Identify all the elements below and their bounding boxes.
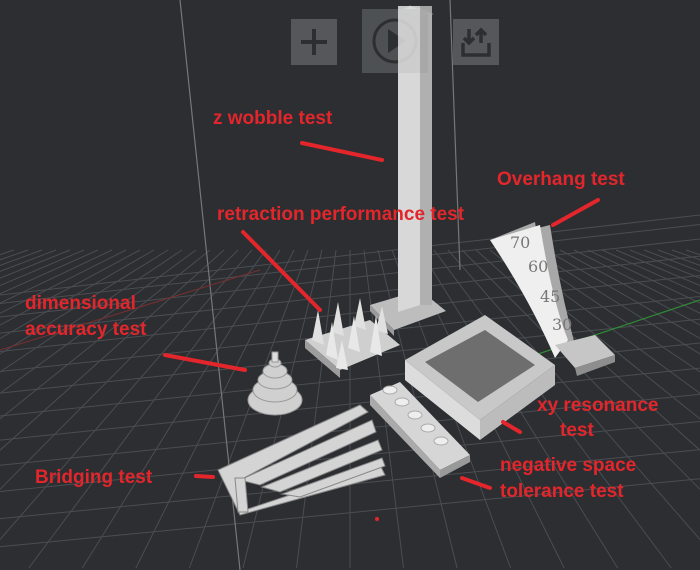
grid-line	[671, 249, 700, 261]
grid-line	[545, 249, 700, 339]
grid-line	[28, 249, 267, 569]
grid-line	[0, 249, 71, 279]
grid-line	[0, 249, 141, 326]
grid-line	[0, 249, 85, 287]
grid-line	[0, 249, 15, 256]
grid-line	[135, 249, 295, 569]
negative-space-model[interactable]	[370, 382, 470, 478]
grid-line	[0, 249, 43, 266]
label-negative-2: tolerance test	[500, 481, 624, 502]
grid-line	[657, 249, 700, 266]
grid-line	[643, 249, 700, 272]
export-button[interactable]	[453, 19, 499, 65]
label-bridging: Bridging test	[35, 467, 153, 488]
grid-line	[0, 274, 700, 352]
overhang-angle-label: 70	[510, 233, 530, 252]
grid-line	[81, 249, 281, 569]
label-xy-1: xy resonance	[537, 395, 659, 416]
grid-line	[0, 249, 57, 272]
label-dimensional-1: dimensional	[25, 293, 136, 314]
overhang-angle-label: 30	[552, 315, 572, 334]
tower-overlap	[398, 6, 432, 76]
export-icon	[461, 27, 491, 57]
grid-line	[601, 249, 700, 295]
axis-line	[449, 0, 461, 271]
grid-line	[0, 224, 700, 304]
grid-line	[0, 249, 113, 304]
grid-line	[573, 249, 700, 314]
grid-line	[685, 249, 700, 256]
grid-line	[629, 249, 700, 279]
grid-line	[0, 249, 29, 261]
grid-line	[0, 249, 197, 394]
xy-resonance-model[interactable]	[405, 315, 555, 440]
y-axis-line	[519, 299, 700, 361]
label-dimensional-2: accuracy test	[25, 319, 147, 340]
grid-line	[0, 249, 183, 373]
label-negative-1: negative space	[500, 455, 637, 476]
origin-marker	[375, 517, 379, 521]
label-xy-2: test	[560, 420, 594, 441]
grid-line	[0, 478, 700, 548]
label-z-wobble: z wobble test	[213, 108, 333, 129]
grid-line	[559, 249, 700, 326]
bridging-test-model[interactable]	[217, 404, 386, 516]
x-axis-line	[0, 269, 261, 351]
z-wobble-tower-model[interactable]	[370, 5, 446, 336]
grid-line	[531, 249, 700, 355]
overhang-angle-label: 45	[540, 287, 560, 306]
grid-line	[0, 238, 700, 318]
grid-line	[0, 249, 253, 540]
grid-line	[587, 249, 700, 304]
grid-line	[0, 249, 239, 490]
grid-line	[0, 367, 700, 441]
grid-line	[0, 249, 99, 295]
overhang-test-model[interactable]: 70 60 45 30	[490, 222, 615, 376]
dimensional-accuracy-model[interactable]	[247, 351, 303, 416]
grid-line	[0, 249, 211, 420]
label-overhang: Overhang test	[497, 169, 625, 190]
overhang-angle-label: 60	[528, 257, 548, 276]
grid-line	[188, 249, 309, 569]
grid-line	[0, 249, 225, 451]
grid-line	[295, 249, 337, 569]
retraction-test-model[interactable]	[305, 298, 400, 378]
grid-line	[0, 249, 127, 314]
build-plate-grid	[0, 214, 700, 569]
grid-line	[0, 214, 700, 296]
label-retraction: retraction performance test	[217, 204, 465, 225]
add-button[interactable]	[291, 19, 337, 65]
grid-line	[0, 249, 169, 355]
grid-line	[0, 249, 155, 339]
grid-line	[615, 249, 700, 287]
grid-line	[0, 255, 700, 334]
plus-icon	[301, 29, 327, 55]
annotation-pointers	[163, 141, 600, 490]
